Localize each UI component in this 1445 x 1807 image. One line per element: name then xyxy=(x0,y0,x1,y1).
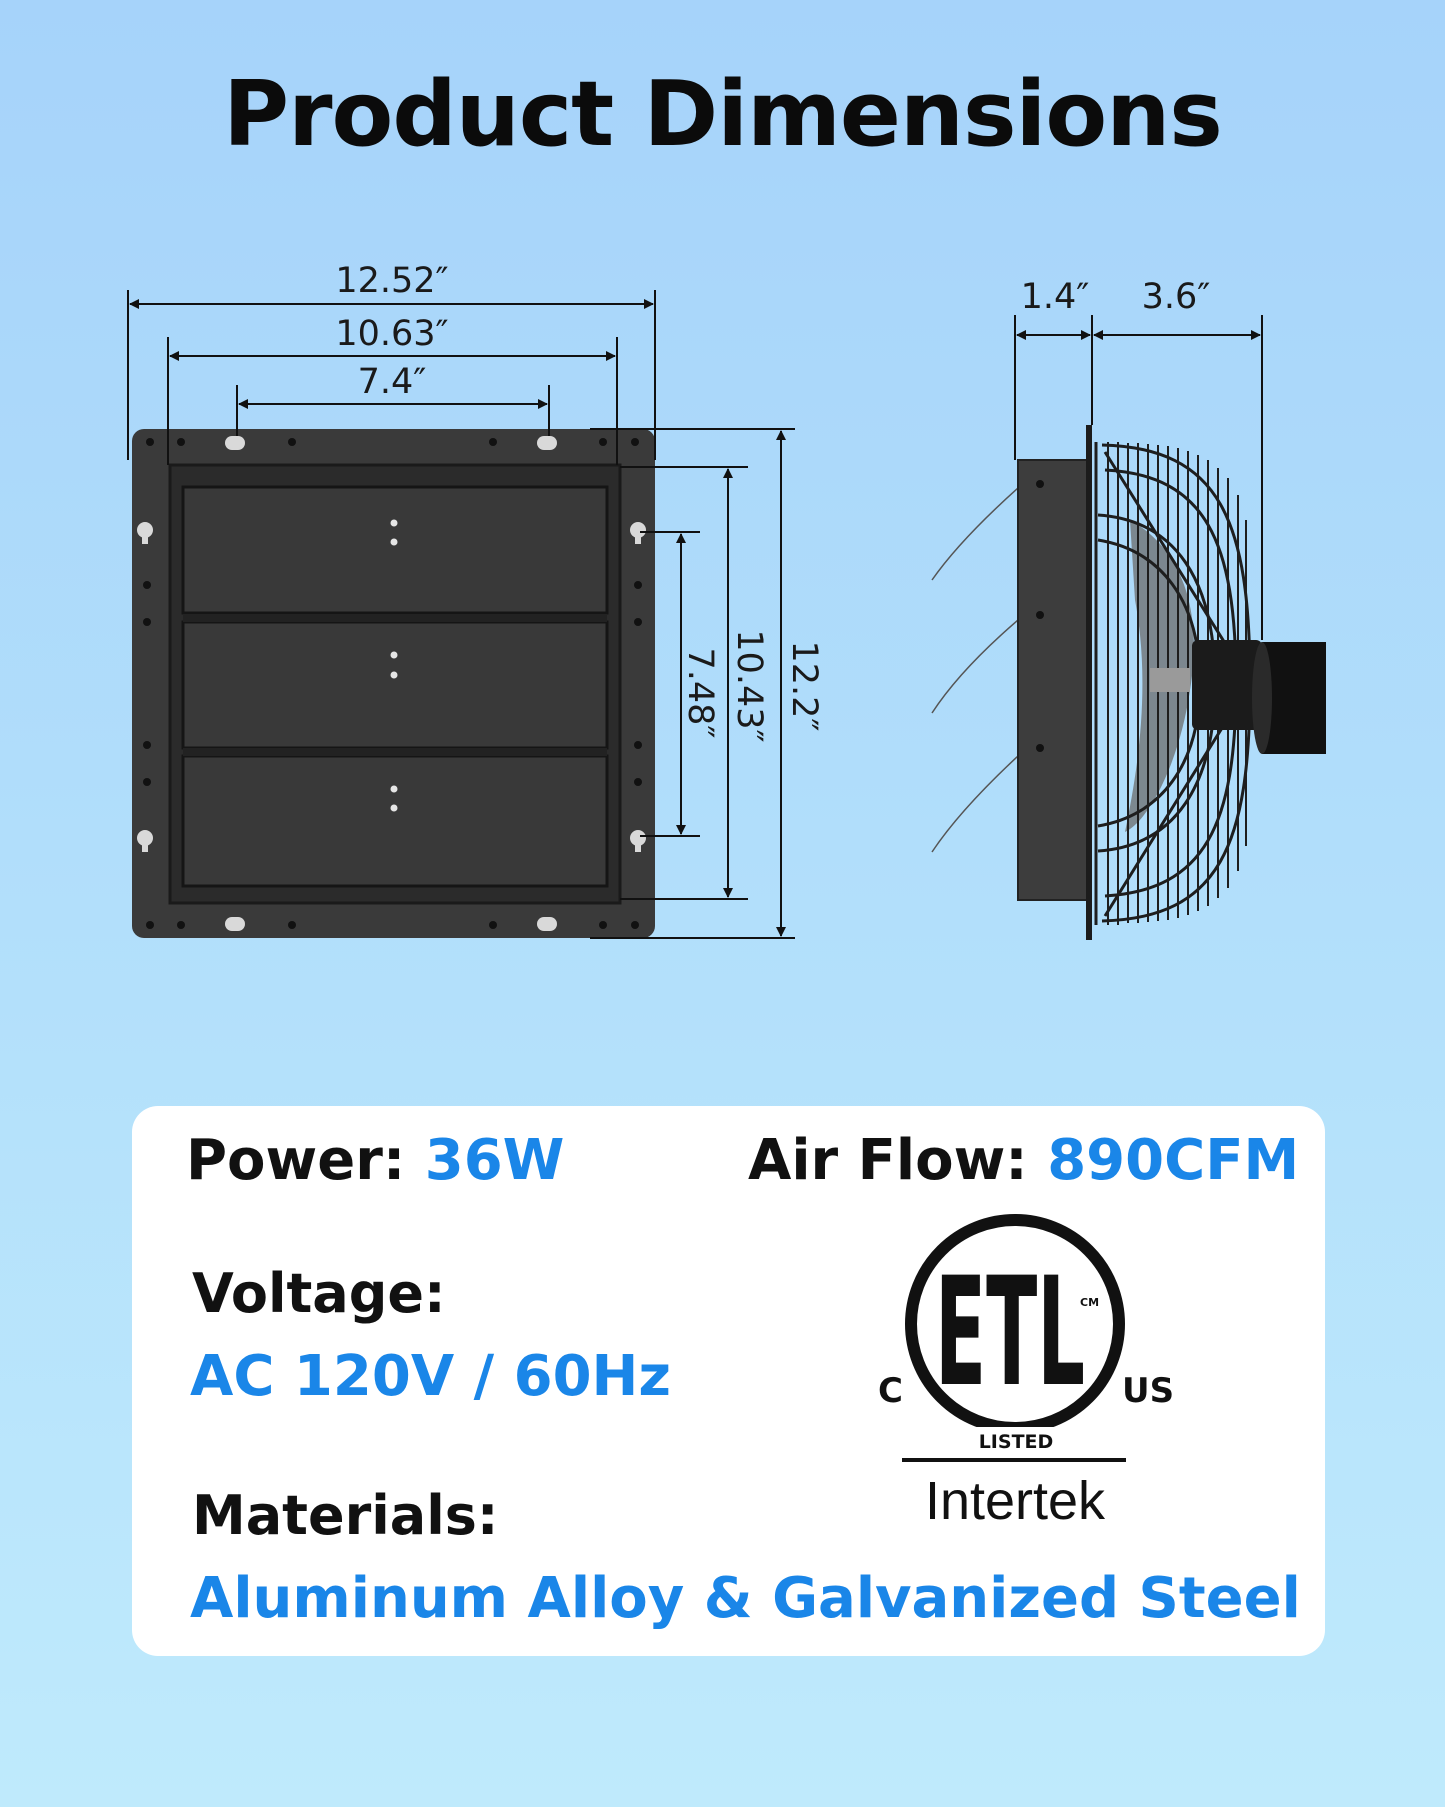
airflow-spec: Air Flow: 890CFM xyxy=(748,1128,1299,1193)
dim-height-holes: 7.48″ xyxy=(680,647,720,738)
dimension-diagram: 12.52″ 10.63″ 7.4″ 7.48″ 10.43″ 12.2″ xyxy=(127,261,1326,940)
intertek-wordmark: Intertek xyxy=(924,1471,1106,1531)
power-spec: Power: 36W xyxy=(186,1128,564,1193)
cm-mark: CM xyxy=(1080,1296,1099,1309)
materials-label: Materials: xyxy=(192,1484,499,1547)
logo-divider xyxy=(902,1458,1126,1462)
etl-listed-logo: ETL CM LISTED C US xyxy=(878,1214,1174,1462)
dim-side-frame: 1.4″ xyxy=(1021,277,1090,317)
power-label: Power: xyxy=(186,1128,406,1193)
listed-text: LISTED xyxy=(979,1431,1054,1453)
dim-width-overall: 12.52″ xyxy=(335,261,448,301)
dim-width-holes: 7.4″ xyxy=(358,362,427,402)
airflow-value: 890CFM xyxy=(1047,1128,1300,1193)
dim-height-inner: 10.43″ xyxy=(729,629,769,742)
power-value: 36W xyxy=(424,1128,565,1193)
voltage-value: AC 120V / 60Hz xyxy=(190,1344,672,1409)
us-mark: US xyxy=(1122,1371,1174,1411)
page-title: Product Dimensions xyxy=(223,62,1223,167)
materials-value: Aluminum Alloy & Galvanized Steel xyxy=(190,1566,1301,1631)
side-view-fan xyxy=(931,425,1326,940)
dim-width-inner: 10.63″ xyxy=(335,314,448,354)
dim-side-guard: 3.6″ xyxy=(1142,277,1211,317)
spec-card xyxy=(132,1106,1325,1656)
airflow-label: Air Flow: xyxy=(748,1128,1028,1193)
voltage-label: Voltage: xyxy=(192,1262,446,1325)
dim-height-overall: 12.2″ xyxy=(784,640,824,731)
c-mark: C xyxy=(878,1371,903,1411)
etl-letters: ETL xyxy=(935,1246,1085,1420)
front-view-fan xyxy=(132,429,655,938)
